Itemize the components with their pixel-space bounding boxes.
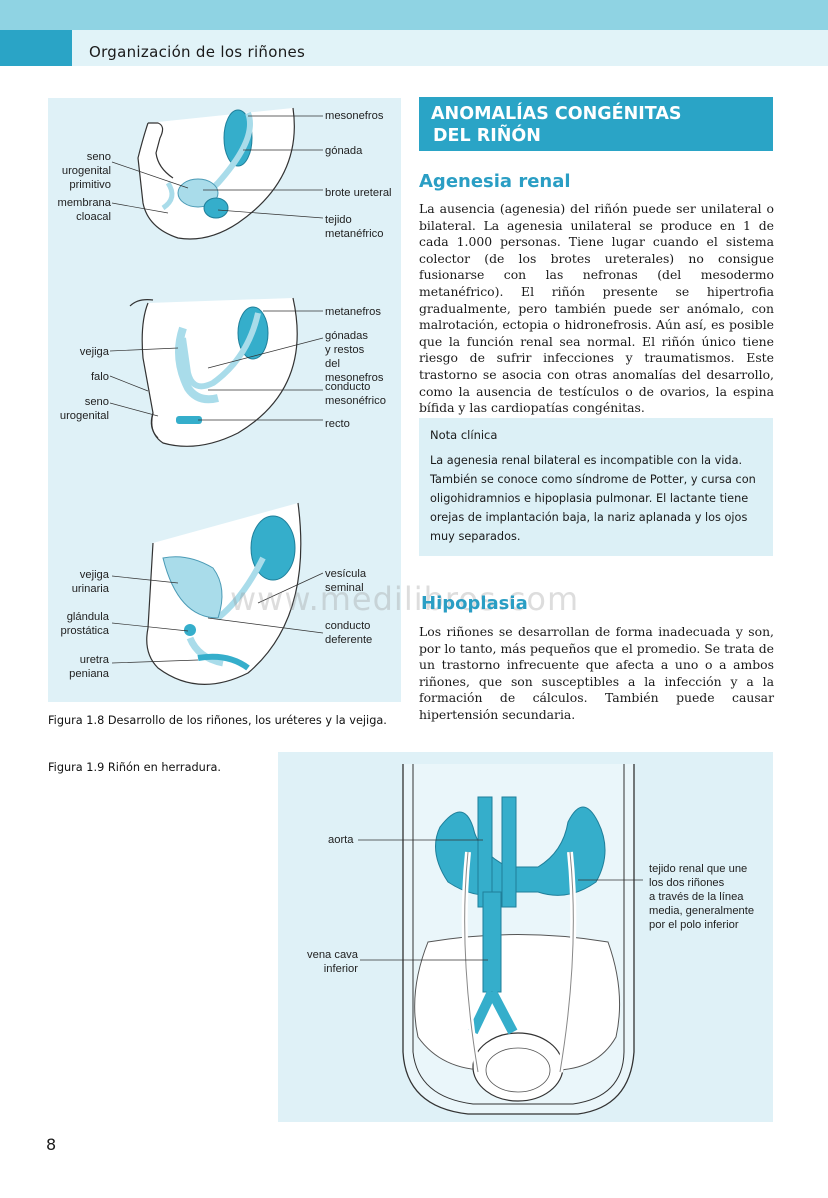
page-number: 8 [46,1135,57,1154]
label-vejiga-urinaria: vejiga urinaria [71,569,109,595]
panel-2-drawing [129,297,298,447]
label-gonadas-restos: gónadas y restos del mesonefros [325,330,384,384]
label-vejiga: vejiga [79,346,109,358]
section-title-line-1: ANOMALÍAS CONGÉNITAS [431,104,682,124]
chapter-title: Organización de los riñones [89,43,306,61]
figure-1-9: aorta vena cava inferior tejido renal qu… [278,752,773,1122]
label-falo: falo [90,371,109,383]
label-uretra-peniana: uretra peniana [69,654,109,680]
header-tab [0,30,72,66]
label-metanefros: metanefros [325,306,381,318]
figure-1-8-caption: Figura 1.8 Desarrollo de los riñones, lo… [48,714,387,727]
label-mesonefros: mesonefros [325,110,384,122]
panel-3-drawing [146,502,302,685]
agenesia-text: La ausencia (agenesia) del riñón puede s… [419,201,774,416]
figure-1-8: mesonefros gónada brote ureteral tejido … [48,98,401,702]
label-conducto-deferente: conducto deferente [325,620,373,646]
top-color-bar [0,0,828,30]
figure-1-8-illustration [109,107,324,685]
clinical-note-heading: Nota clínica [430,428,498,442]
label-seno-urogenital-primitivo: seno urogenital primitivo [61,151,111,191]
label-tejido-metanefrico: tejido metanéfrico [325,214,384,240]
leader-lines [109,115,324,664]
label-aorta: aorta [328,834,354,846]
section-title-line-2: DEL RIÑÓN [433,126,541,146]
label-conducto-mesonefrico: conducto mesonéfrico [325,381,386,407]
hipoplasia-heading: Hipoplasia [421,593,528,614]
figure-1-9-caption: Figura 1.9 Riñón en herradura. [48,761,221,774]
hipoplasia-text: Los riñones se desarrollan de forma inad… [419,624,774,722]
label-tejido-renal: tejido renal que une los dos riñones a t… [649,863,755,931]
label-brote-ureteral: brote ureteral [325,187,392,199]
label-vena-cava-inferior: vena cava inferior [307,949,358,975]
clinical-note-box: Nota clínica La agenesia renal bilateral… [419,418,773,556]
clinical-note-text: La agenesia renal bilateral es incompati… [430,454,756,543]
label-membrana-cloacal: membrana cloacal [57,197,111,223]
agenesia-heading: Agenesia renal [419,171,571,192]
figure-1-9-leaders [358,839,643,961]
label-seno-urogenital: seno urogenital [59,396,109,422]
horseshoe-kidney-illustration [358,764,643,1115]
label-glandula-prostatica: glándula prostática [60,611,109,637]
watermark: www.medilibros.com [230,580,580,618]
section-title: ANOMALÍAS CONGÉNITAS DEL RIÑÓN [419,97,773,151]
header-band [0,30,828,66]
label-recto: recto [325,418,350,430]
label-gonada: gónada [325,145,363,157]
panel-1-drawing [137,107,295,240]
label-vesicula-seminal: vesícula seminal [325,568,367,594]
